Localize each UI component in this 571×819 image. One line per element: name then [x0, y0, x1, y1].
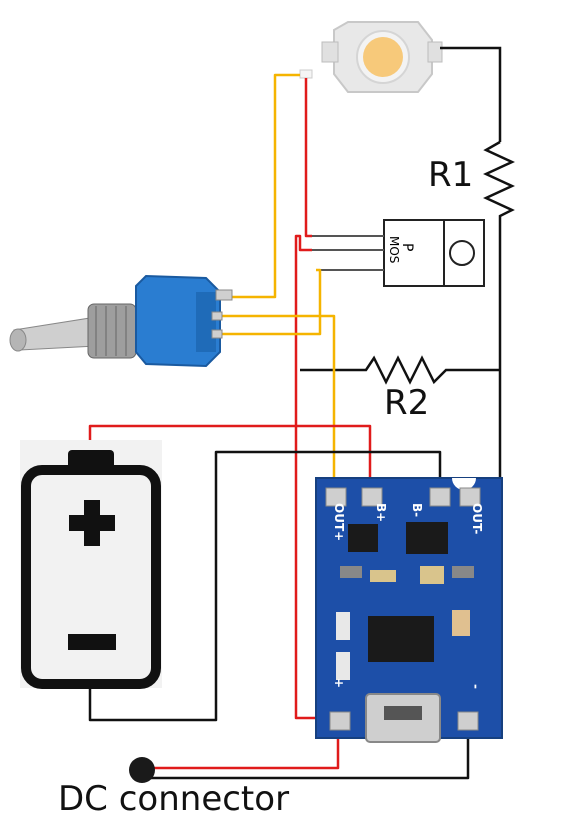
r2-label: R2	[384, 383, 430, 423]
mosfet-type-label: P	[399, 243, 415, 252]
charger-board	[315, 477, 503, 743]
wire-switch-to-gate	[214, 314, 336, 500]
resistor-r1	[440, 46, 515, 230]
dc-connector	[129, 757, 155, 783]
pin-b-plus: B+	[374, 503, 388, 523]
wire-switch-to-led	[228, 73, 300, 299]
pin-in-plus: +	[332, 678, 346, 689]
mosfet-label: MOS	[387, 236, 401, 264]
battery	[20, 440, 162, 689]
toggle-switch	[9, 274, 233, 368]
wire-gate	[216, 268, 322, 336]
wire-dc-plus	[150, 718, 340, 770]
resistor-r2	[300, 355, 500, 385]
mosfet	[312, 219, 485, 287]
wire-led-to-mosfet	[304, 78, 312, 238]
wire-bat-minus	[88, 450, 442, 722]
pin-in-minus: -	[469, 684, 483, 689]
pin-out-minus: OUT-	[470, 503, 484, 535]
pin-out-plus: OUT+	[332, 503, 346, 542]
r1-label: R1	[428, 155, 474, 195]
pin-b-minus: B-	[410, 503, 424, 518]
led	[299, 21, 443, 93]
wire-mosfet-drain	[294, 234, 338, 720]
dc-connector-label: DC connector	[58, 779, 290, 819]
